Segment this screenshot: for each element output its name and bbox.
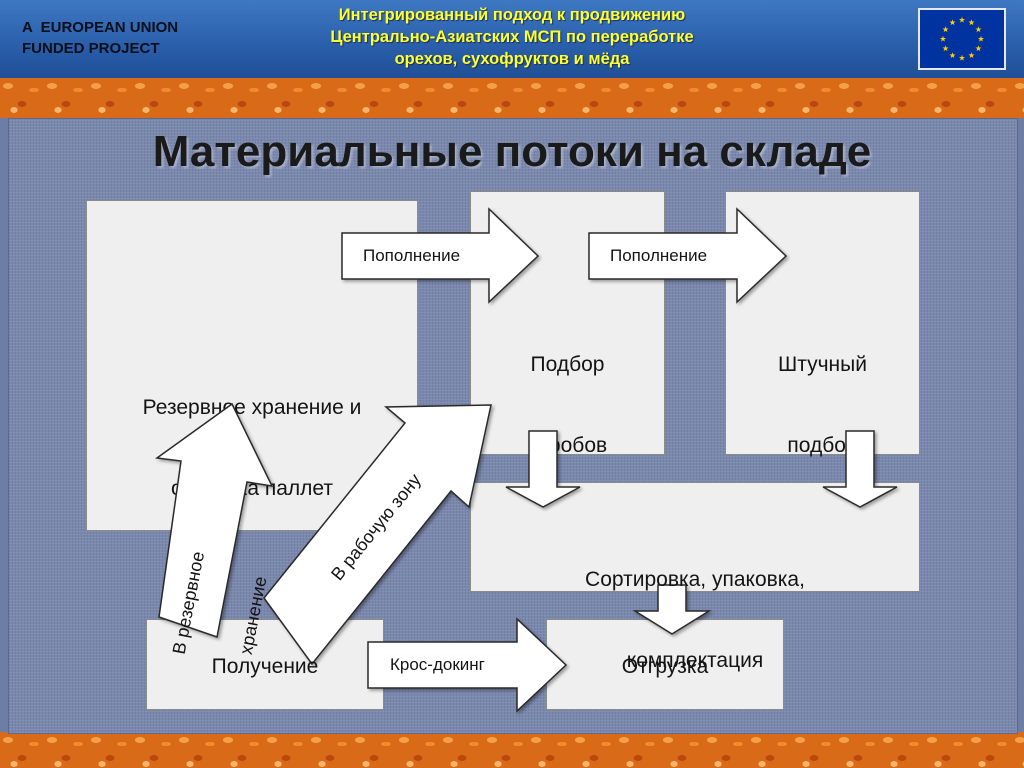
eu-label-line-1: A EUROPEAN UNION bbox=[22, 19, 179, 36]
eu-flag-icon bbox=[918, 8, 1006, 70]
sorting-line-1: Сортировка, упаковка, bbox=[585, 568, 805, 591]
flag-star bbox=[939, 35, 947, 42]
flag-star bbox=[958, 16, 966, 23]
eu-label-line-2: FUNDED PROJECT bbox=[22, 40, 160, 57]
flag-star bbox=[968, 52, 975, 59]
flag-star bbox=[958, 54, 966, 61]
project-title-line-1: Интегрированный подход к продвижению bbox=[338, 6, 686, 24]
flag-star bbox=[942, 26, 949, 33]
receiving-box bbox=[146, 619, 384, 710]
piece-picking-line-1: Штучный bbox=[778, 353, 867, 376]
project-title-line-3: орехов, сухофруктов и мёда bbox=[394, 50, 630, 68]
to-work-zone-arrow bbox=[263, 404, 492, 666]
box-picking-line-1: Подбор bbox=[530, 353, 605, 376]
replenish-arrow-1 bbox=[341, 207, 540, 304]
flag-star bbox=[968, 19, 975, 26]
receiving-label: Получение bbox=[211, 655, 319, 678]
replenish-label-1: Пополнение bbox=[363, 246, 461, 265]
cross-docking-arrow bbox=[367, 617, 568, 713]
flag-star bbox=[942, 45, 949, 52]
sorting-line-2: комплектация bbox=[626, 649, 764, 672]
slide-title: Материальные потоки на складе bbox=[152, 127, 872, 176]
flag-star bbox=[949, 52, 956, 59]
to-reserve-arrow bbox=[155, 402, 274, 638]
flag-star bbox=[977, 35, 985, 42]
piece-picking-line-2: подбор bbox=[787, 434, 858, 457]
down-arrow-box-picking bbox=[505, 430, 581, 508]
down-arrow-piece-picking bbox=[822, 430, 898, 508]
project-title-line-2: Центрально-Азиатских МСП по переработке bbox=[330, 28, 694, 46]
to-reserve-label: В резервное хранение bbox=[121, 524, 299, 691]
header-bar: A EUROPEAN UNION FUNDED PROJECT Интегрир… bbox=[0, 0, 1024, 80]
eu-funded-label: A EUROPEAN UNION FUNDED PROJECT bbox=[22, 17, 212, 59]
shipping-box bbox=[546, 619, 784, 710]
to-reserve-line-2: хранение bbox=[235, 574, 271, 657]
project-title: Интегрированный подход к продвижению Цен… bbox=[260, 4, 764, 70]
decorative-lentil-band-bottom bbox=[0, 732, 1024, 768]
flag-star bbox=[975, 26, 982, 33]
piece-picking-label: Штучный подбор bbox=[725, 297, 920, 486]
shipping-label: Отгрузка bbox=[621, 655, 709, 678]
replenish-label-2: Пополнение bbox=[610, 246, 708, 265]
decorative-lentil-band-top bbox=[0, 78, 1024, 118]
flag-star bbox=[975, 45, 982, 52]
replenish-arrow-2 bbox=[588, 207, 788, 304]
cross-docking-label: Крос-докинг bbox=[390, 655, 485, 674]
flag-star bbox=[949, 19, 956, 26]
down-arrow-sorting bbox=[632, 584, 712, 635]
sorting-packing-label: Сортировка, упаковка, комплектация bbox=[470, 512, 920, 701]
to-reserve-line-1: В резервное bbox=[168, 549, 209, 656]
